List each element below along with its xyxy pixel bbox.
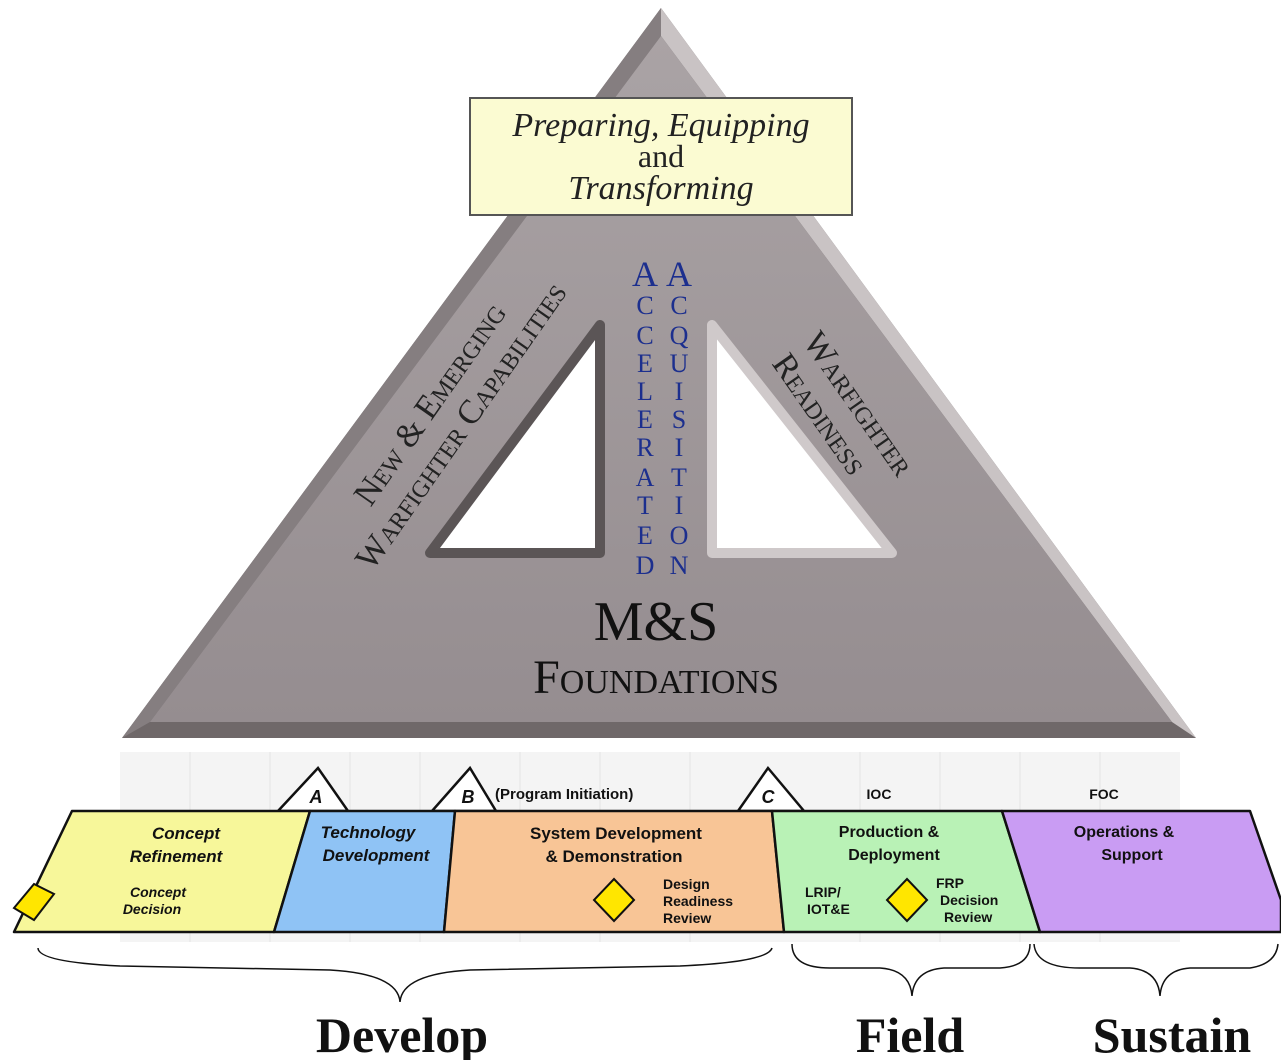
accelerated-letter: R — [636, 433, 654, 462]
acquisition-letter: O — [670, 521, 689, 550]
sustain-label: Sustain — [1093, 1007, 1252, 1060]
phase-3-line-2: & Demonstration — [546, 847, 683, 866]
acquisition-letter: T — [671, 463, 687, 492]
frp-review-diamond — [885, 877, 929, 923]
title-line-3: Transforming — [568, 170, 753, 207]
frp-review-line-3: Review — [944, 909, 992, 925]
acquisition-letter: C — [670, 291, 687, 320]
field-bracket — [791, 943, 1031, 997]
accelerated-letter: E — [637, 405, 653, 434]
acquisition-letter: I — [675, 491, 684, 520]
phase-concept-refinement: Concept Refinement — [130, 824, 224, 866]
lrip-line-1: LRIP/ — [805, 884, 841, 900]
phase-2-line-2: Development — [323, 846, 431, 865]
acquisition-letter: A — [666, 254, 692, 294]
phase-1-line-1: Concept — [152, 824, 221, 843]
phase-4-line-1: Production & — [839, 824, 940, 841]
field-label: Field — [856, 1007, 965, 1060]
accelerated-letter: L — [637, 377, 653, 406]
title-line-1: Preparing, Equipping — [511, 107, 809, 144]
milestone-c-label: C — [762, 787, 776, 807]
accelerated-letter: C — [636, 321, 653, 350]
develop-label: Develop — [316, 1007, 488, 1060]
phase-3-line-1: System Development — [530, 824, 702, 843]
title-box: Preparing, Equipping and Transforming — [469, 97, 853, 216]
design-review-line-2: Readiness — [663, 893, 733, 909]
frp-review-line-2: Decision — [940, 892, 998, 908]
concept-decision-line-2: Decision — [123, 901, 181, 917]
accelerated-letter: D — [636, 551, 655, 580]
design-review-diamond — [592, 877, 636, 923]
phase-block-5 — [1000, 809, 1281, 934]
title-line-2: and — [638, 138, 684, 174]
accelerated-letter: T — [637, 491, 653, 520]
phase-4-line-2: Deployment — [848, 847, 940, 864]
acquisition-letter: U — [670, 349, 689, 378]
phase-1-line-2: Refinement — [130, 847, 224, 866]
concept-decision-diamond — [12, 882, 56, 922]
design-review-line-3: Review — [663, 910, 711, 926]
phase-5-line-2: Support — [1101, 847, 1163, 864]
lrip-line-2: IOT&E — [807, 901, 850, 917]
accelerated-letter: A — [632, 254, 658, 294]
base-line-2: Foundations — [533, 651, 779, 704]
sustain-bracket — [1033, 943, 1279, 997]
develop-bracket — [37, 947, 773, 1003]
phase-5-line-1: Operations & — [1074, 824, 1175, 841]
phase-production-deployment: Production & Deployment — [839, 824, 941, 864]
phase-band — [12, 809, 1281, 934]
ioc-label: IOC — [867, 786, 892, 802]
acquisition-letter: I — [675, 377, 684, 406]
accelerated-letter: C — [636, 291, 653, 320]
phase-system-development: System Development & Demonstration — [530, 824, 702, 866]
milestone-b-label: B — [462, 787, 475, 807]
accelerated-letter: A — [636, 463, 655, 492]
phase-operations-support: Operations & Support — [1074, 824, 1175, 864]
foc-label: FOC — [1089, 786, 1119, 802]
acquisition-letter: Q — [670, 321, 689, 350]
milestone-a-label: A — [309, 787, 323, 807]
acquisition-letter: I — [675, 433, 684, 462]
milestone-b-note: (Program Initiation) — [495, 786, 633, 803]
acquisition-letter: S — [672, 405, 686, 434]
accelerated-letter: E — [637, 349, 653, 378]
concept-decision-line-1: Concept — [130, 884, 187, 900]
accelerated-letter: E — [637, 521, 653, 550]
base-line-1: M&S — [594, 591, 719, 653]
phase-2-line-1: Technology — [321, 823, 417, 842]
acquisition-letter: N — [670, 551, 689, 580]
phase-technology-development: Technology Development — [321, 823, 431, 865]
frp-review-line-1: FRP — [936, 875, 964, 891]
design-review-line-1: Design — [663, 876, 710, 892]
